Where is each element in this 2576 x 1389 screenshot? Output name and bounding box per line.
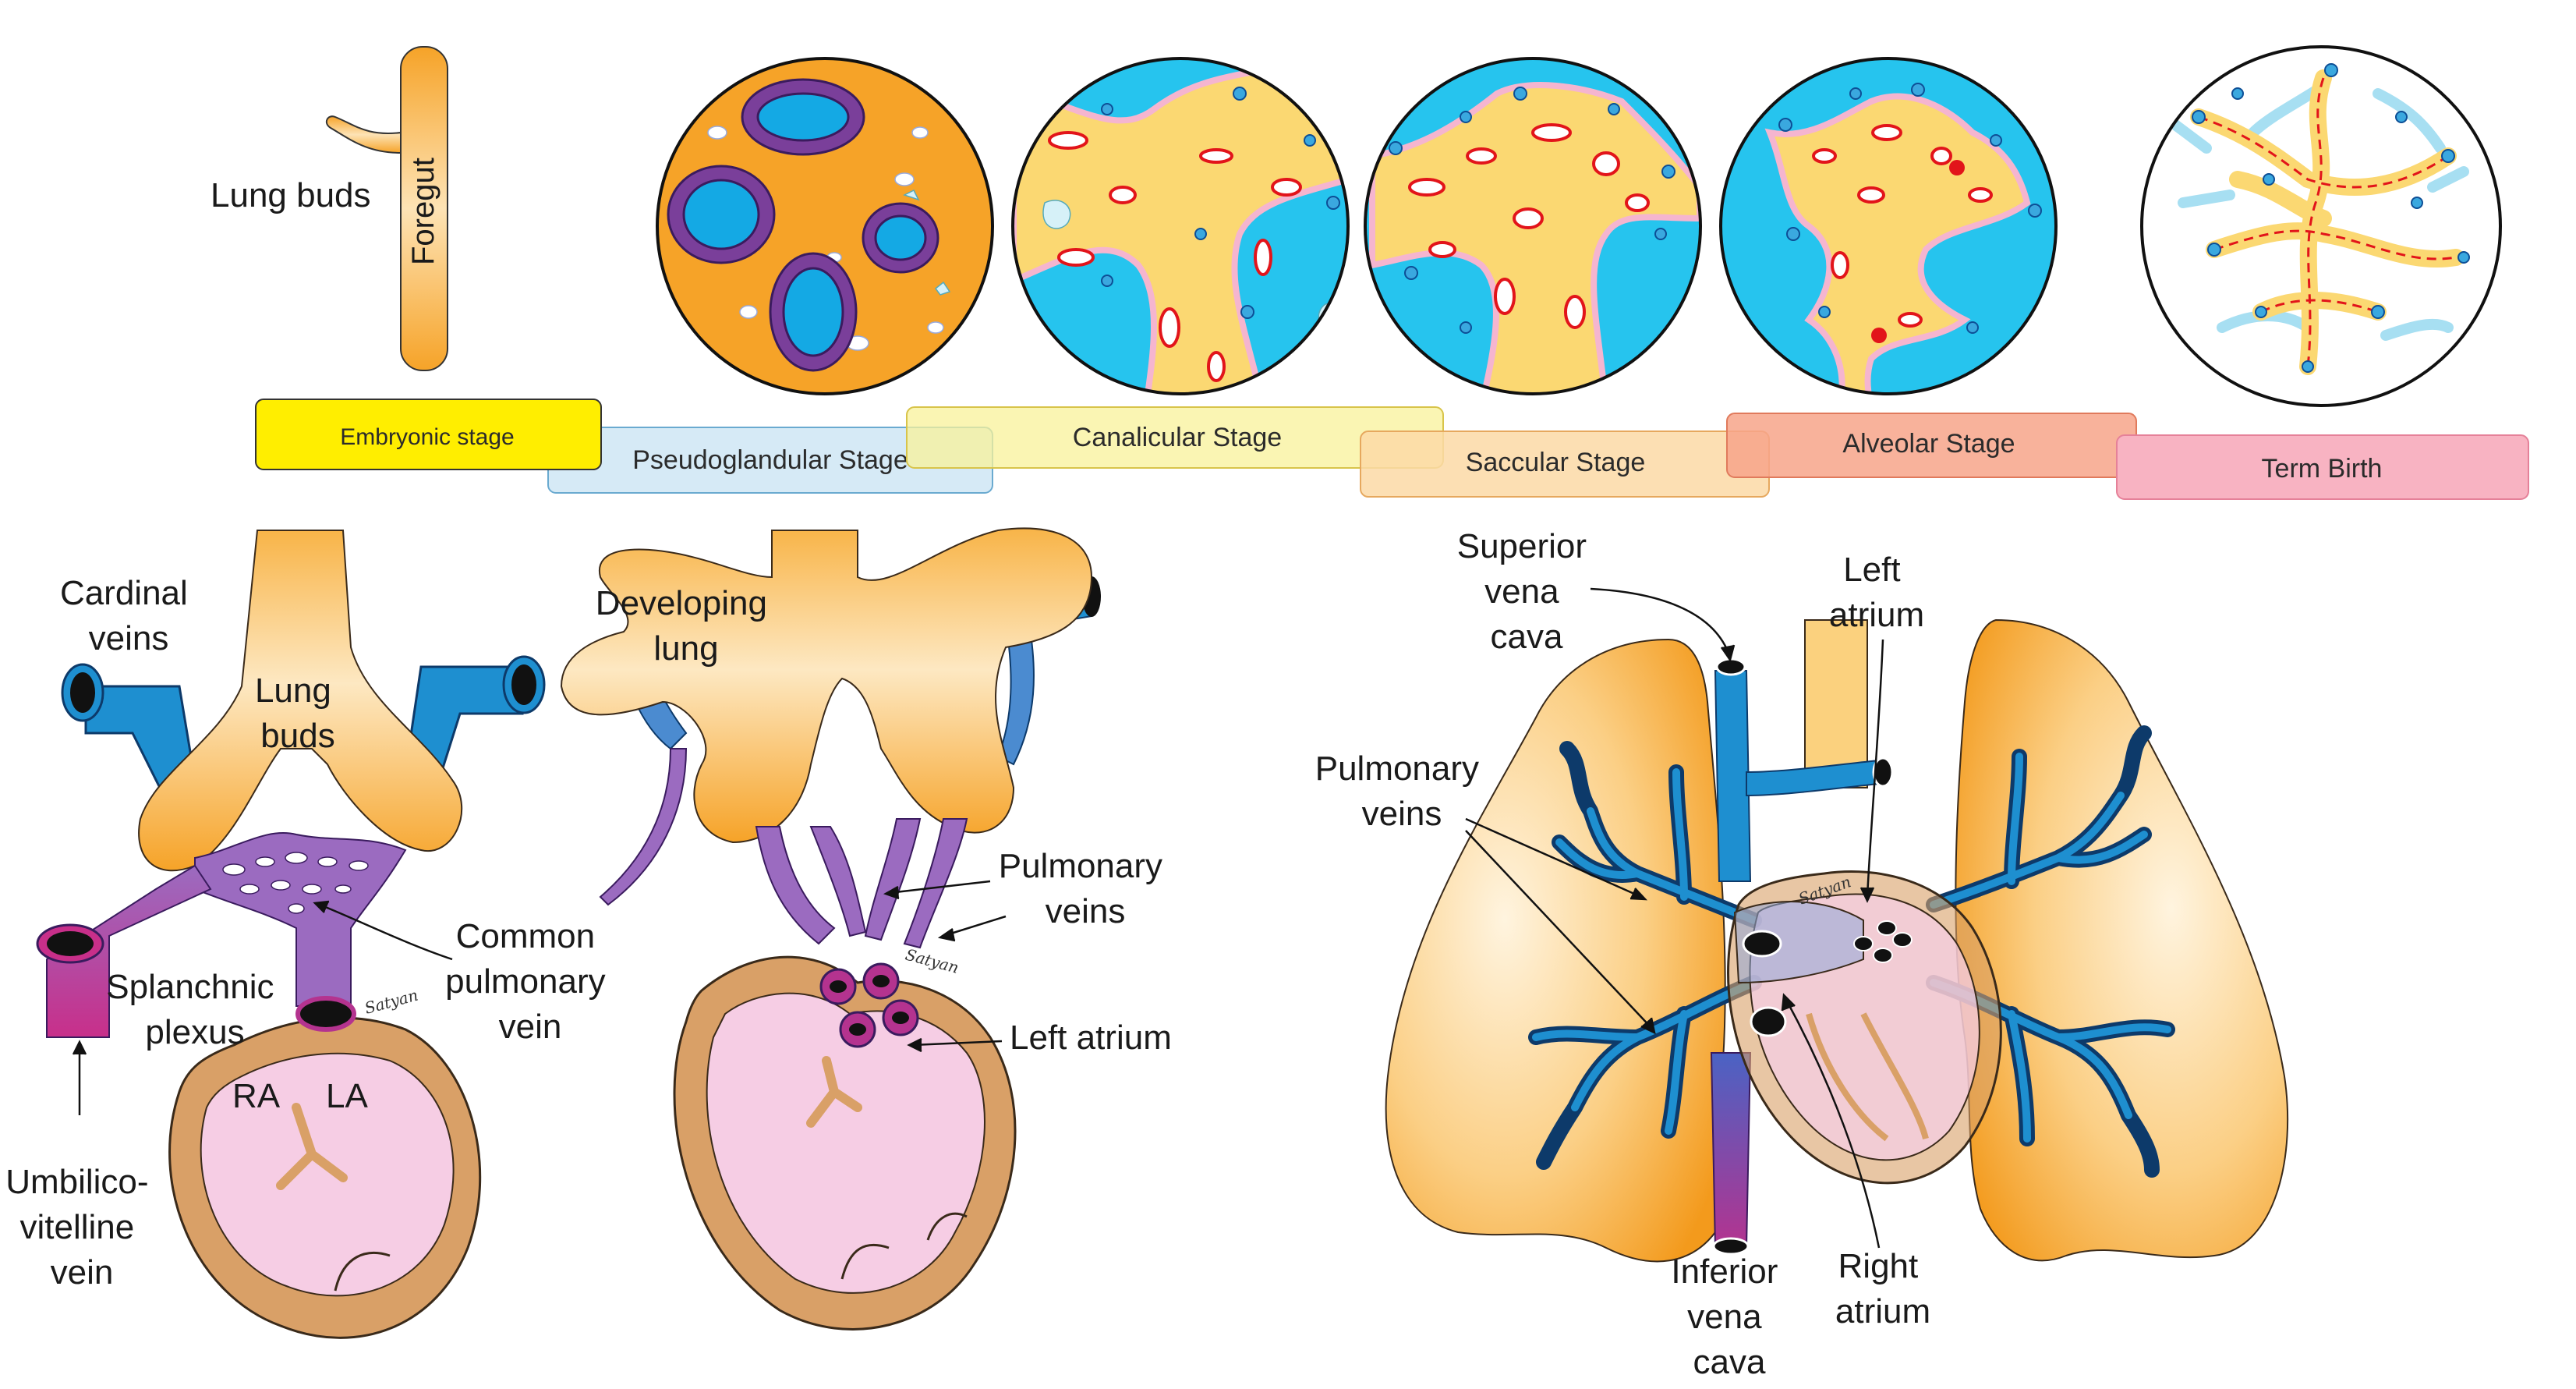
stage-band-term-bar <box>2116 434 2529 500</box>
right-atrium-label: Right atrium <box>1835 1247 1930 1331</box>
stage-label-alveolar: Alveolar Stage <box>1842 429 2015 459</box>
stage-band-term: Term Birth <box>2116 434 2529 500</box>
umbilico-vitelline-vein-label: Umbilico- vitelline vein <box>5 1163 158 1292</box>
lung-bud-sprout <box>325 115 402 154</box>
lung-buds-left-label: Lung buds <box>255 671 341 755</box>
stage-band-alveolar: Alveolar Stage <box>1726 413 2137 478</box>
term-birth-circle <box>2140 45 2502 407</box>
splanchnic-plexus-label: Splanchnic plexus <box>106 968 284 1051</box>
stage-band-embryonic-bar <box>255 399 602 470</box>
stage-label-saccular: Saccular Stage <box>1466 448 1646 477</box>
inferior-vena-cava-label: Inferior vena cava <box>1671 1253 1787 1381</box>
stage-band-pseudoglandular: Pseudoglandular Stage <box>547 427 993 494</box>
stage-label-embryonic: Embryonic stage <box>340 424 514 450</box>
foregut-illustration <box>325 46 448 371</box>
stage-band-canalicular: Canalicular Stage <box>906 406 1444 469</box>
canalicular-circle <box>1011 57 1350 395</box>
lung-buds-top-label: Lung buds <box>211 176 371 214</box>
middle-heart-diagram: Satyan <box>560 527 1101 1331</box>
common-pulmonary-vein-opening <box>295 996 356 1032</box>
superior-vena-cava <box>1714 670 1752 882</box>
left-lung-viewer-right <box>1955 618 2289 1262</box>
trachea <box>1804 619 1868 788</box>
cardinal-veins-label: Cardinal veins <box>60 574 197 657</box>
stage-band-saccular: Saccular Stage <box>1360 431 1770 498</box>
middle-left-atrium-label: Left atrium <box>1010 1019 1172 1057</box>
signature-left: Satyan <box>363 986 420 1018</box>
splanchnic-plexus-mesh <box>194 832 407 1007</box>
foregut-label: Foregut <box>406 158 441 265</box>
stage-band-embryonic: Embryonic stage <box>255 399 602 470</box>
right-lung-viewer-left <box>1385 638 1726 1263</box>
right-panel-pointers <box>1465 587 1884 1249</box>
middle-panel-pointers <box>883 880 1007 1053</box>
saccular-circle <box>1364 57 1702 395</box>
foregut-tube <box>400 46 448 371</box>
stage-label-term: Term Birth <box>2262 454 2383 484</box>
right-left-atrium-label: Left atrium <box>1829 551 1924 634</box>
left-panel-pointers <box>72 900 453 1115</box>
superior-vena-cava-label: Superior vena cava <box>1457 527 1597 656</box>
developing-lung <box>560 527 1093 844</box>
pulmonary-vein-openings <box>819 962 919 1048</box>
left-lung-buds <box>138 530 463 872</box>
signature-middle: Satyan <box>904 945 961 977</box>
ra-label: RA <box>232 1077 281 1115</box>
right-lungs-diagram: Satyan <box>1385 618 2289 1263</box>
pseudoglandular-circle <box>656 57 994 395</box>
inferior-vena-cava <box>1710 1052 1752 1249</box>
middle-pulmonary-veins-label: Pulmonary veins <box>999 847 1173 930</box>
la-label: LA <box>326 1077 368 1115</box>
stage-label-pseudoglandular: Pseudoglandular Stage <box>632 445 908 475</box>
common-pulmonary-vein-label: Common pulmonary vein <box>445 917 615 1046</box>
developing-lung-label: Developing lung <box>596 584 777 668</box>
left-heart-diagram: Satyan <box>36 530 546 1339</box>
right-heart-openings <box>1742 920 1913 1037</box>
umbilico-vitelline-vein <box>46 864 212 1038</box>
alveolar-circle <box>1719 57 2058 395</box>
right-pulmonary-veins-label: Pulmonary veins <box>1315 749 1489 833</box>
stage-label-canalicular: Canalicular Stage <box>1073 423 1282 452</box>
